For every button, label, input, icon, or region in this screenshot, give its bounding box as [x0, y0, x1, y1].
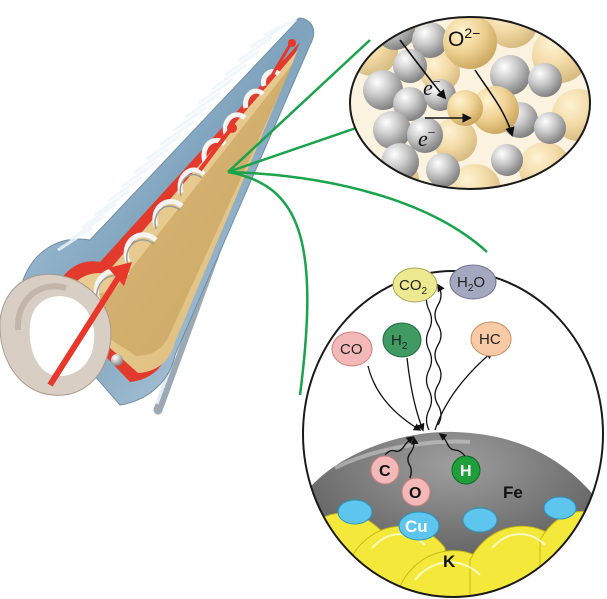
- hydrogen-label: H: [460, 463, 472, 480]
- hc-molecule: HC: [470, 321, 512, 357]
- lattice-zoom: O2− e− e−: [349, 16, 591, 190]
- fe-label: Fe: [503, 483, 523, 502]
- h2o-molecule: H2O: [449, 264, 497, 300]
- catalyst-surface-zoom: C O H Fe Cu K CO2 H2O CO: [302, 264, 604, 598]
- fiber-tube: [0, 17, 315, 415]
- co-molecule: CO: [331, 331, 373, 367]
- oxide-ion-label: O2−: [448, 25, 480, 51]
- electron-label-1: e−: [423, 75, 441, 100]
- connector-lines: [227, 39, 488, 396]
- oxygen-atom: [401, 477, 431, 507]
- svg-text:H2: H2: [391, 332, 408, 352]
- oxygen-label: O: [409, 485, 421, 502]
- hydrogen-atom: [451, 455, 481, 485]
- k-label: K: [443, 552, 456, 571]
- carbon-label: C: [379, 463, 391, 480]
- svg-text:H2O: H2O: [457, 274, 485, 294]
- svg-text:CO2: CO2: [399, 277, 428, 297]
- h2-molecule: H2: [382, 322, 422, 358]
- electron-label-2: e−: [418, 126, 436, 151]
- svg-text:CO: CO: [340, 341, 363, 358]
- cu-label: Cu: [405, 517, 428, 536]
- carbon-atom: [370, 455, 400, 485]
- svg-text:HC: HC: [479, 331, 501, 348]
- co2-molecule: CO2: [392, 267, 438, 303]
